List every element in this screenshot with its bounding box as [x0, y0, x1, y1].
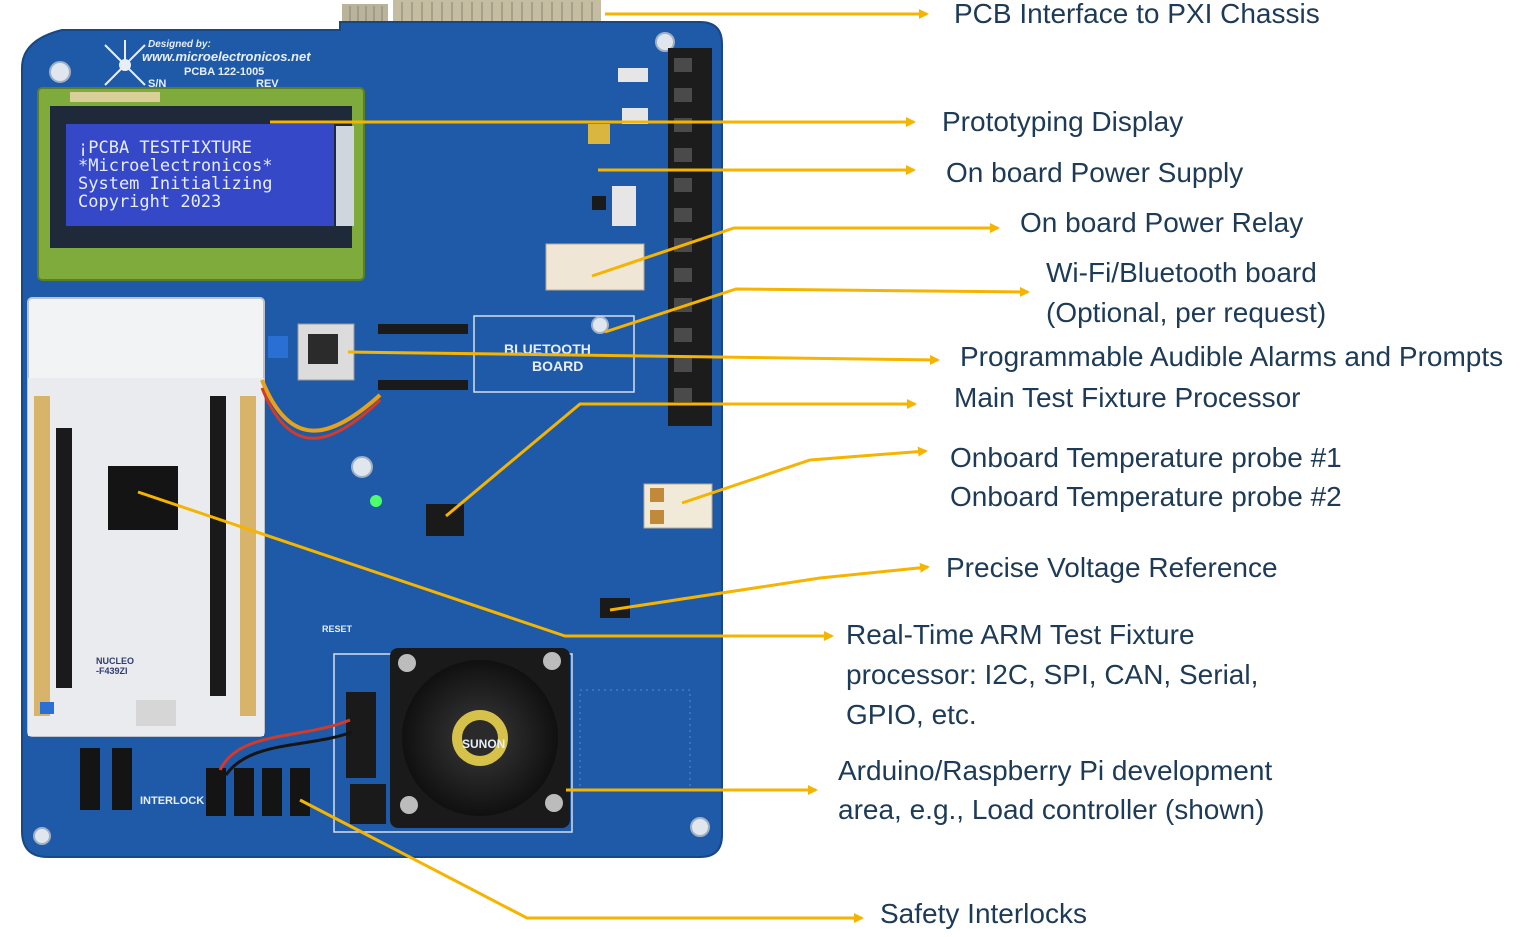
- lcd-line-4: Copyright 2023: [78, 192, 221, 212]
- website-text: www.microelectronicos.net: [142, 49, 311, 64]
- label-wifi-optional: (Optional, per request): [1046, 297, 1327, 328]
- nucleo-label-2: -F439ZI: [96, 666, 128, 676]
- lcd-line-3: System Initializing: [78, 174, 272, 194]
- arrow-wifi: [604, 286, 1030, 334]
- label-power-supply: On board Power Supply: [946, 157, 1244, 188]
- label-arm-processor-1: Real-Time ARM Test Fixture: [846, 619, 1195, 650]
- power-relay-component: [545, 243, 645, 291]
- label-arm-processor-3: GPIO, etc.: [846, 699, 977, 730]
- designed-by-text: Designed by:: [148, 39, 211, 50]
- label-voltage-reference: Precise Voltage Reference: [946, 552, 1278, 583]
- fan-brand-text: SUNON: [462, 737, 505, 751]
- bluetooth-label-2: BOARD: [532, 358, 583, 374]
- arrow-power-relay: [591, 223, 1000, 278]
- lcd-module: [37, 87, 365, 281]
- arrow-interlocks: [299, 798, 864, 923]
- ribbon-cable-red: [260, 387, 382, 440]
- temperature-probes: [643, 483, 713, 529]
- label-arduino-2: area, e.g., Load controller (shown): [838, 794, 1265, 825]
- pin-headers: [378, 324, 468, 390]
- lcd-line-2: *Microelectronicos*: [78, 156, 272, 176]
- arrow-alarms: [347, 350, 940, 365]
- label-pxi-interface: PCB Interface to PXI Chassis: [954, 0, 1320, 29]
- label-safety-interlocks: Safety Interlocks: [880, 898, 1087, 929]
- label-arduino-1: Arduino/Raspberry Pi development: [838, 755, 1273, 786]
- arrow-arm: [137, 490, 834, 641]
- interlock-wire-black: [224, 730, 353, 776]
- nucleo-label-1: NUCLEO: [96, 656, 134, 666]
- status-led: [370, 495, 382, 507]
- label-power-relay: On board Power Relay: [1020, 207, 1304, 238]
- interlock-wire-red: [218, 718, 351, 771]
- label-arm-processor-2: processor: I2C, SPI, CAN, Serial,: [846, 659, 1259, 690]
- nucleo-board: [27, 297, 265, 737]
- label-audible-alarms: Programmable Audible Alarms and Prompts: [960, 341, 1504, 372]
- lcd-line-1: ¡PCBA TESTFIXTURE: [78, 138, 252, 158]
- mounting-holes: [33, 32, 710, 845]
- audio-module: [268, 323, 355, 381]
- development-area: [333, 653, 691, 833]
- interlock-silk-text: INTERLOCK: [140, 795, 204, 807]
- arrow-main-processor: [445, 399, 917, 518]
- label-temp-probe-1: Onboard Temperature probe #1: [950, 442, 1342, 473]
- label-prototyping-display: Prototyping Display: [942, 106, 1184, 137]
- label-main-processor: Main Test Fixture Processor: [954, 382, 1301, 413]
- annotation-arrows: [137, 9, 1030, 923]
- label-wifi-bluetooth: Wi-Fi/Bluetooth board: [1046, 257, 1317, 288]
- arrow-voltage-ref: [609, 562, 930, 612]
- power-supply-components: [588, 68, 648, 226]
- cooling-fan: [390, 648, 570, 828]
- arrow-temperature: [681, 446, 928, 505]
- reset-silk-text: RESET: [322, 624, 353, 634]
- main-processor-chip: [426, 504, 464, 536]
- pcba-number-text: PCBA 122-1005: [184, 66, 264, 78]
- label-temp-probe-2: Onboard Temperature probe #2: [950, 481, 1342, 512]
- ribbon-cable: [260, 379, 382, 433]
- board-logo: [104, 40, 146, 86]
